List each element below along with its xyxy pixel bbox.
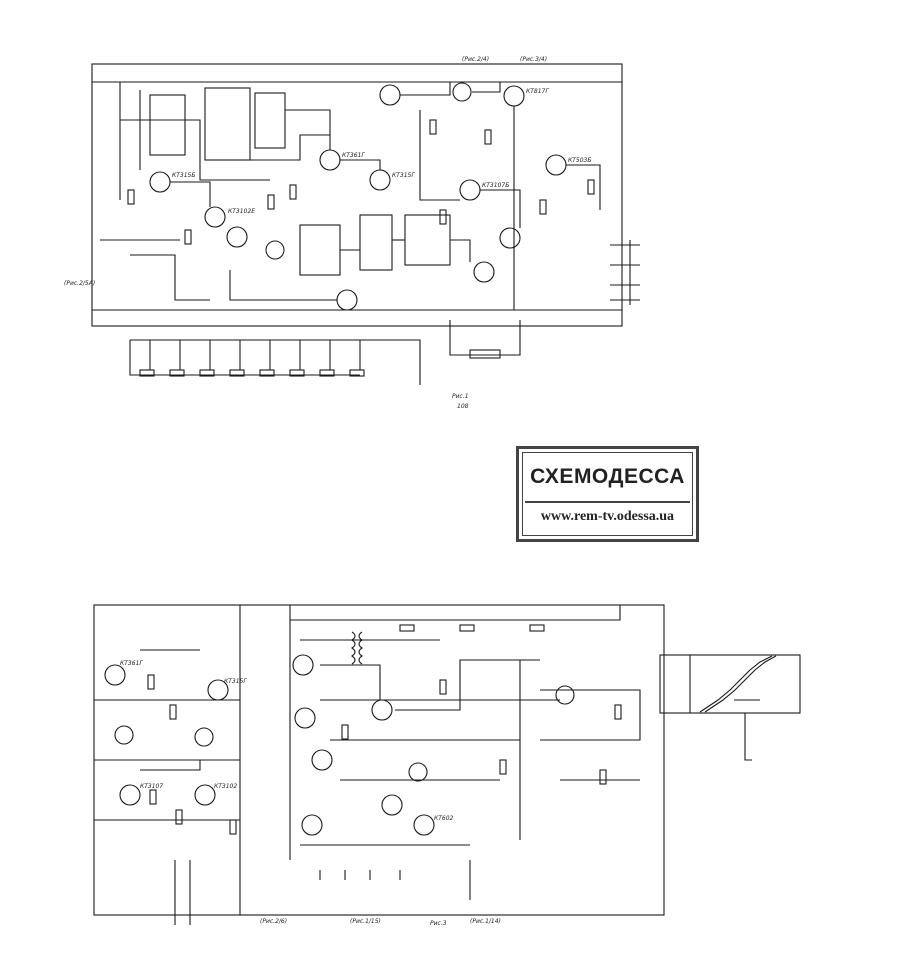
stamp-divider — [525, 501, 690, 503]
stamp-inner-frame — [522, 452, 693, 536]
transistor-label: КТ361Г — [120, 660, 143, 667]
transistor-label: КТ503Б — [568, 157, 592, 164]
transistor-label: КТ3102 — [214, 783, 238, 790]
bottom-ref-3: (Рис.1/14) — [470, 918, 501, 925]
transistor-label: КТ602 — [434, 815, 454, 822]
bottom-ref-2: (Рис.1/15) — [350, 918, 381, 925]
bottom-schematic — [93, 604, 801, 925]
transistor-label: КТ315Г — [224, 678, 247, 685]
transistor-label: КТ3107 — [140, 783, 164, 790]
top-figure-caption: Рис.1 — [452, 393, 469, 400]
bottom-figure-caption: Рис.3 — [430, 920, 447, 927]
transistor-label: КТ315Г — [392, 172, 415, 179]
transistor-label: КТ361Г — [342, 152, 365, 159]
watermark-title: СХЕМОДЕССА — [530, 465, 685, 488]
bottom-ref-1: (Рис.2/6) — [260, 918, 288, 925]
transistor-label: КТ3107Б — [482, 182, 510, 189]
top-ref-2: (Рис.3/4) — [520, 56, 548, 63]
top-ref-1: (Рис.2/4) — [462, 56, 490, 63]
top-schematic — [91, 63, 640, 385]
watermark-stamp: СХЕМОДЕССА www.rem-tv.odessa.ua — [516, 446, 699, 542]
page-mark: 108 — [457, 403, 469, 410]
watermark-url: www.rem-tv.odessa.ua — [540, 509, 675, 524]
transistor-label: КТ817Г — [526, 88, 549, 95]
top-ref-3: (Рис.2/5А) — [64, 280, 96, 287]
transistor-label: КТ315Б — [172, 172, 196, 179]
transistor-label: КТ3102Е — [228, 208, 255, 215]
